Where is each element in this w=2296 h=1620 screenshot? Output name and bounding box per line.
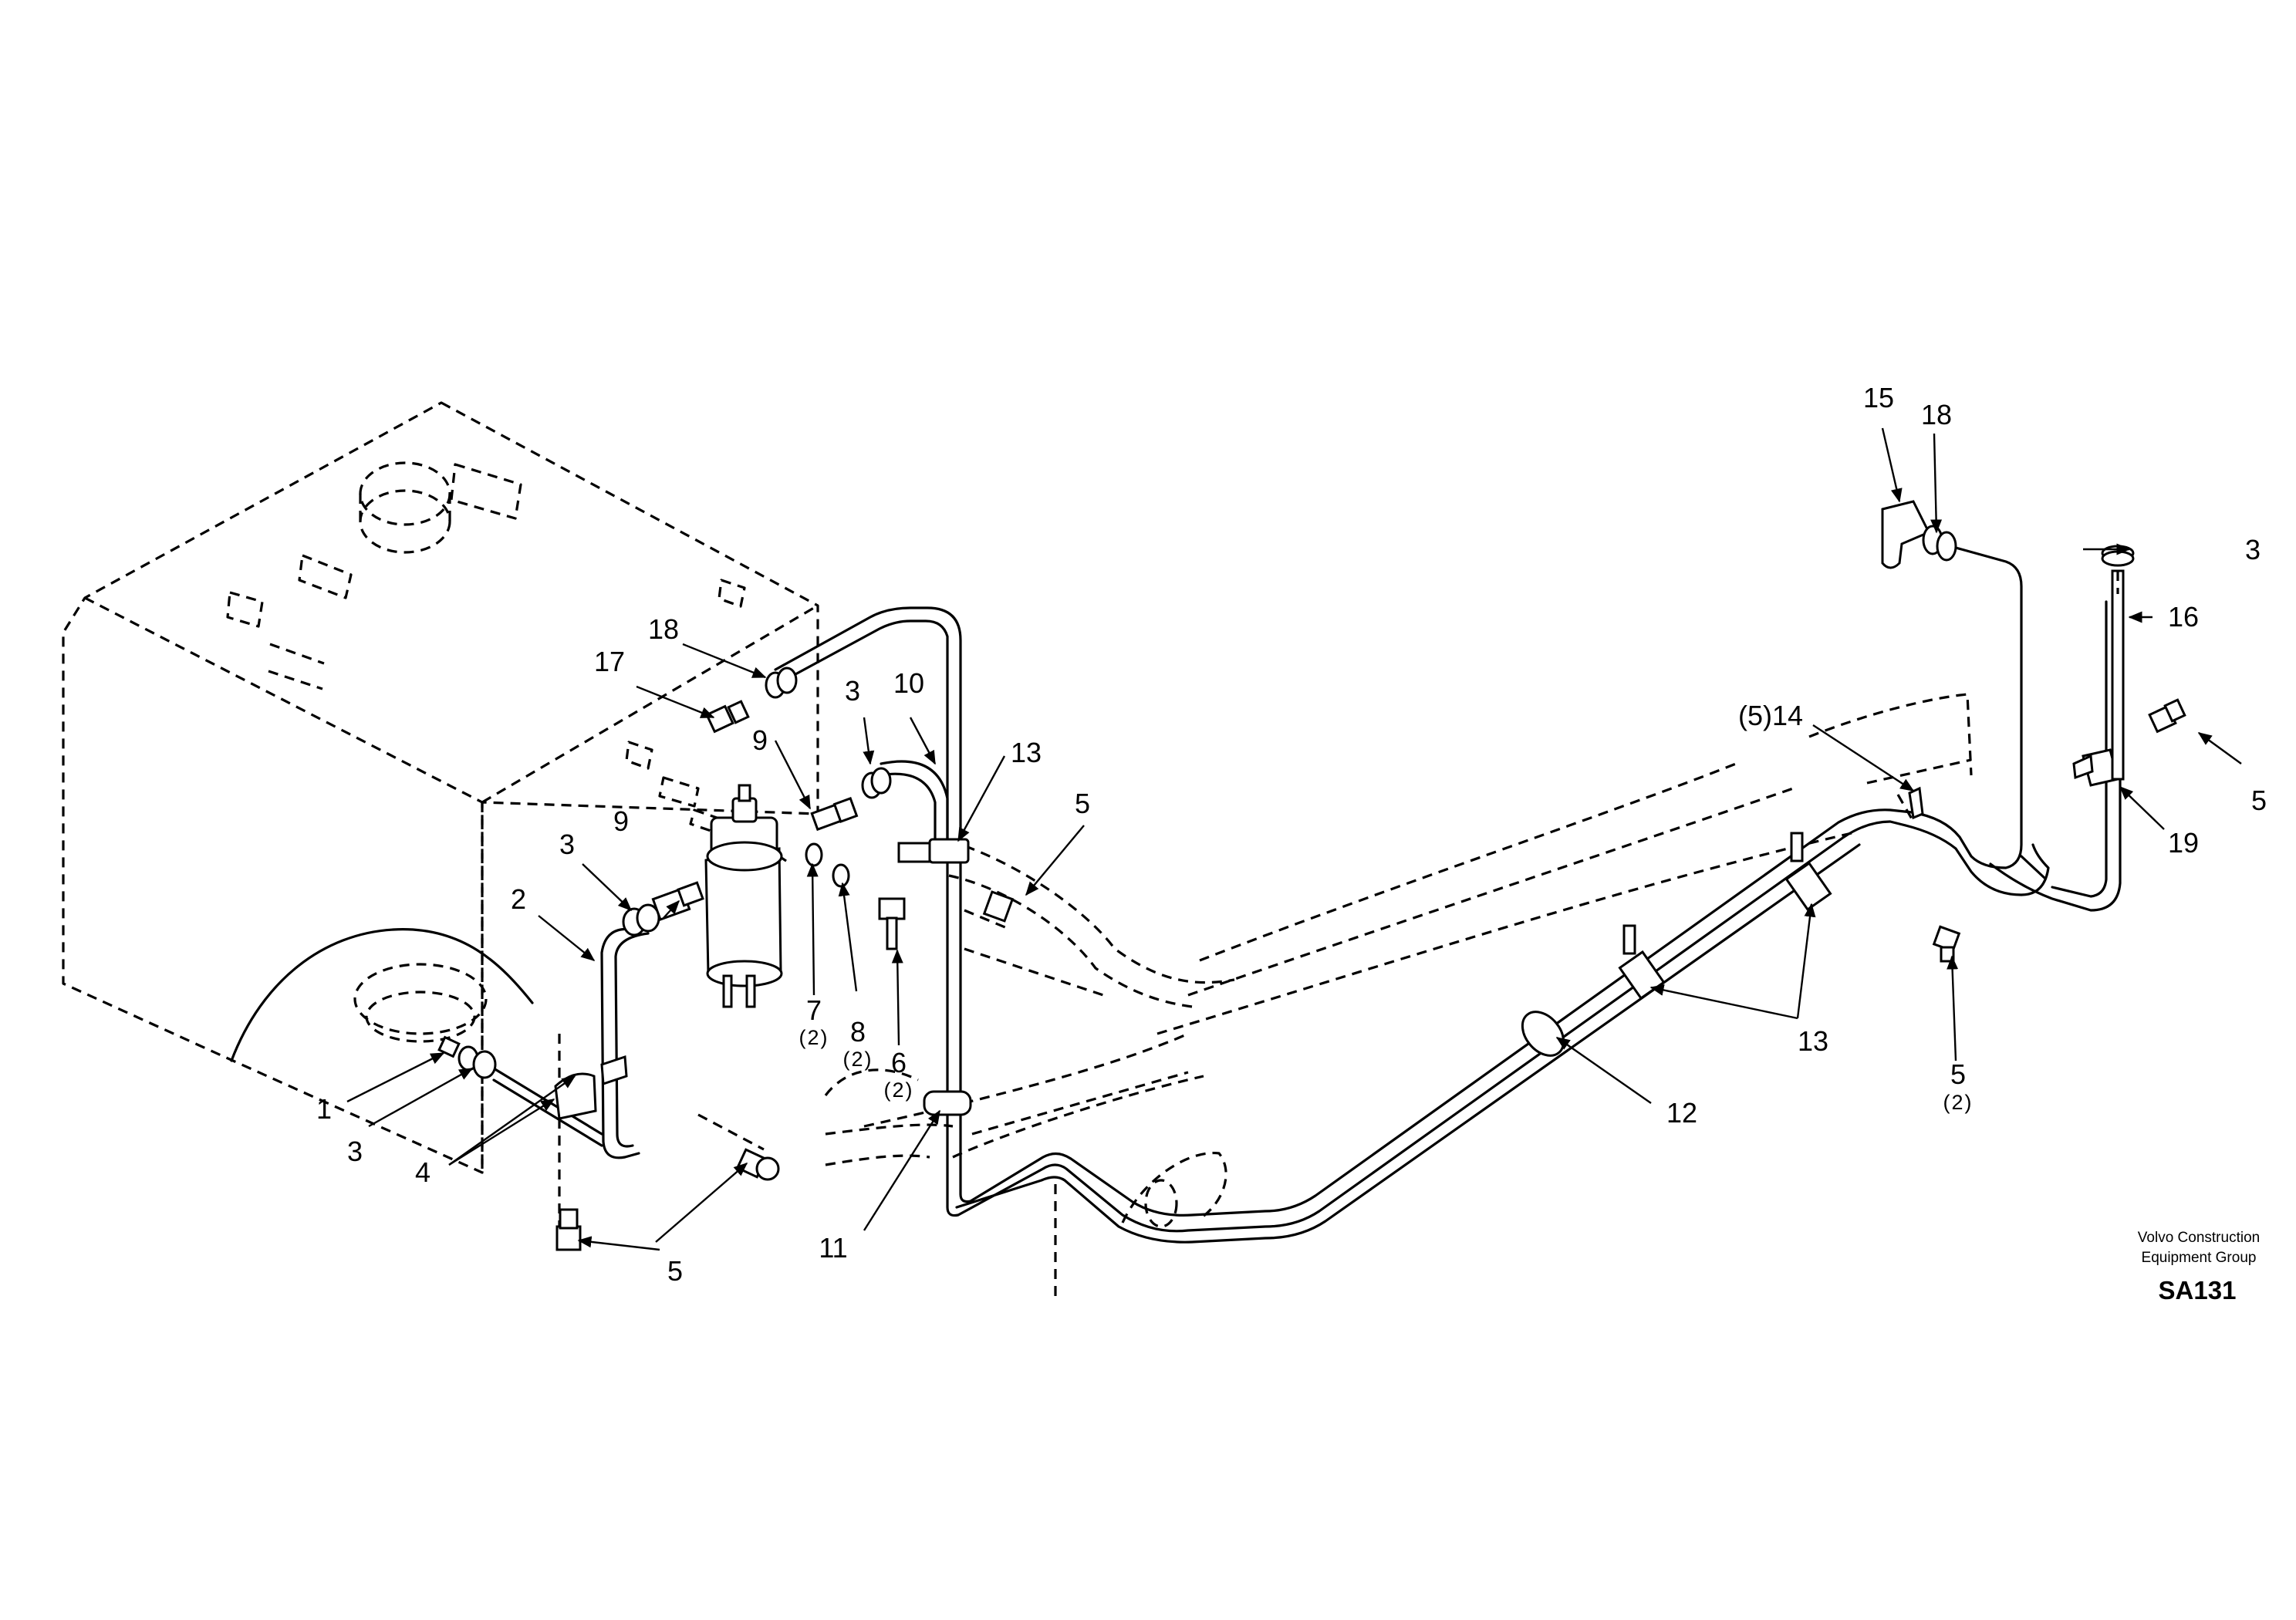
clamps: [897, 698, 2186, 1116]
callout-3a: 3: [347, 1136, 363, 1167]
brand-line-2: Equipment Group: [2142, 1250, 2257, 1266]
callout-2: 2: [511, 883, 526, 915]
callout-labels: 1 2 3 3 3 3 4 5 5 5 (2) 5 6 (2) 7 (2) 8 …: [316, 382, 2267, 1287]
callout-9a: 9: [613, 805, 629, 837]
callout-12: 12: [1666, 1097, 1697, 1129]
callout-8-qty: (2): [843, 1048, 873, 1071]
callout-3d: 3: [2245, 534, 2261, 565]
callout-17: 17: [594, 646, 625, 677]
machine-frame-outline: [558, 693, 1973, 1296]
callout-11: 11: [819, 1232, 847, 1264]
callout-4: 4: [415, 1156, 430, 1188]
callout-10: 10: [893, 667, 924, 699]
callout-19: 19: [2168, 827, 2199, 859]
fittings-center: [705, 667, 1015, 950]
callout-1: 1: [316, 1093, 332, 1125]
elbow-fitting-15: [1881, 500, 1957, 569]
callout-13a: 13: [1011, 737, 1042, 768]
callout-5d: 5: [2251, 785, 2267, 816]
callout-8: 8: [850, 1016, 866, 1048]
callout-5c-qty: (2): [1943, 1091, 1974, 1114]
callout-7: 7: [806, 994, 822, 1026]
brand-line-1: Volvo Construction: [2138, 1230, 2260, 1246]
drawing-code: SA131: [2159, 1276, 2237, 1304]
callout-5a: 5: [667, 1255, 683, 1287]
fuel-filter: [704, 784, 783, 1008]
branding-block: Volvo Construction Equipment Group SA131: [2138, 1230, 2260, 1304]
callout-14: (5)14: [1738, 700, 1803, 731]
callout-3c: 3: [845, 675, 860, 707]
callout-6-qty: (2): [884, 1078, 914, 1102]
callout-18a: 18: [648, 613, 679, 645]
callout-6: 6: [891, 1047, 907, 1078]
fuel-tank-outline: [62, 401, 819, 1174]
callout-15: 15: [1863, 382, 1894, 413]
leader-lines: [346, 427, 2242, 1251]
callout-18b: 18: [1921, 399, 1952, 430]
callout-3b: 3: [559, 829, 575, 860]
callout-5c: 5: [1950, 1058, 1966, 1090]
fuel-pipe-main: [774, 546, 2122, 1244]
callout-5b: 5: [1075, 788, 1090, 819]
callout-13b: 13: [1798, 1025, 1828, 1057]
callout-7-qty: (2): [799, 1026, 829, 1049]
pipe-2: [492, 927, 650, 1159]
callout-16: 16: [2168, 601, 2199, 633]
callout-9b: 9: [752, 724, 768, 756]
